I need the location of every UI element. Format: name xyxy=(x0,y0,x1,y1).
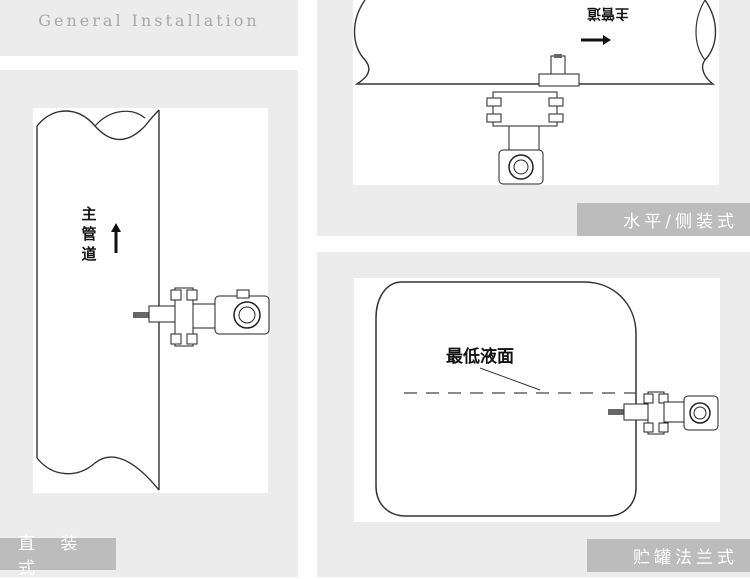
header-panel: General Installation xyxy=(0,0,298,56)
vertical-mount-panel: 主 管 道 直 装 式 xyxy=(0,70,298,579)
horizontal-pipe-drawing xyxy=(353,0,717,185)
vertical-mount-caption: 直 装 式 xyxy=(0,534,116,579)
horizontal-pipe-label: 主管道 xyxy=(587,5,629,22)
tank-drawing xyxy=(375,281,719,517)
tank-flange-figure: 最低液面 xyxy=(354,278,720,522)
vertical-pipe-drawing xyxy=(36,109,270,491)
horizontal-mount-figure: 主管道 xyxy=(353,0,719,185)
min-level-label: 最低液面 xyxy=(446,347,514,367)
vertical-mount-figure: 主 管 道 xyxy=(33,108,270,493)
vertical-pipe-label: 主 管 道 xyxy=(81,205,97,263)
horizontal-mount-panel: 主管道 水平/侧装式 xyxy=(317,0,750,236)
tank-flange-panel: 最低液面 贮罐法兰式 xyxy=(317,252,750,577)
svg-text:主管道: 主管道 xyxy=(587,5,629,22)
section-title: General Installation xyxy=(38,10,260,30)
horizontal-mount-caption: 水平/侧装式 xyxy=(577,203,750,236)
tank-flange-caption: 贮罐法兰式 xyxy=(587,539,750,572)
